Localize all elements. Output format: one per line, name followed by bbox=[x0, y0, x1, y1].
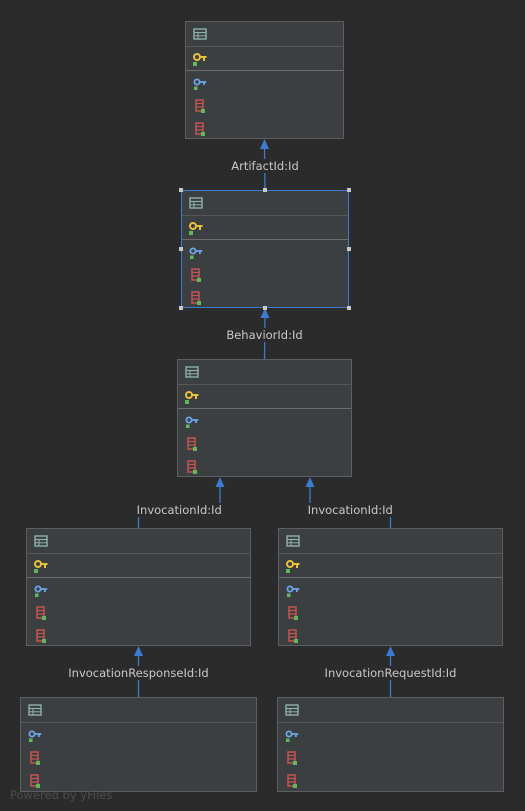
column-row[interactable] bbox=[278, 746, 503, 769]
selection-handle[interactable] bbox=[347, 188, 351, 192]
relation-arrowhead bbox=[215, 477, 225, 487]
watermark: Powered by yFiles bbox=[10, 788, 113, 802]
column-row[interactable] bbox=[186, 71, 343, 94]
selection-handle[interactable] bbox=[179, 247, 183, 251]
column-row[interactable] bbox=[279, 624, 502, 647]
column-icon bbox=[288, 605, 298, 620]
relation-arrowhead bbox=[134, 646, 143, 656]
column-row[interactable] bbox=[279, 554, 502, 578]
table-behaviors[interactable] bbox=[181, 190, 349, 308]
table-invocation-request-parameters[interactable] bbox=[277, 697, 504, 792]
column-row[interactable] bbox=[178, 385, 351, 409]
table-icon bbox=[185, 366, 199, 378]
primary-key-icon bbox=[34, 559, 48, 573]
column-icon bbox=[195, 98, 205, 113]
column-row[interactable] bbox=[279, 578, 502, 601]
column-row[interactable] bbox=[21, 769, 256, 792]
column-row[interactable] bbox=[21, 746, 256, 769]
relation-arrowhead bbox=[305, 477, 315, 487]
relation-arrowhead bbox=[260, 139, 269, 149]
table-header[interactable] bbox=[27, 529, 250, 554]
column-row[interactable] bbox=[27, 578, 250, 601]
column-icon bbox=[287, 773, 297, 788]
table-invocations[interactable] bbox=[177, 359, 352, 477]
column-row[interactable] bbox=[182, 240, 348, 263]
table-icon bbox=[193, 28, 207, 40]
relation-label: InvocationRequestId:Id bbox=[324, 666, 457, 680]
table-icon bbox=[34, 535, 48, 547]
table-header[interactable] bbox=[279, 529, 502, 554]
column-icon bbox=[288, 628, 298, 643]
relation-label: InvocationId:Id bbox=[307, 503, 393, 517]
relation-arrowhead bbox=[386, 646, 395, 656]
table-header[interactable] bbox=[182, 191, 348, 216]
relation-label: BehaviorId:Id bbox=[226, 328, 303, 342]
column-row[interactable] bbox=[178, 432, 351, 455]
column-icon bbox=[36, 628, 46, 643]
column-row[interactable] bbox=[27, 554, 250, 578]
primary-key-icon bbox=[189, 221, 203, 235]
column-row[interactable] bbox=[278, 723, 503, 746]
table-icon bbox=[28, 704, 42, 716]
primary-key-icon bbox=[185, 390, 199, 404]
foreign-key-icon bbox=[185, 416, 199, 428]
table-invocation-responses-parameters[interactable] bbox=[20, 697, 257, 792]
foreign-key-icon bbox=[189, 247, 203, 259]
column-row[interactable] bbox=[278, 769, 503, 792]
column-icon bbox=[195, 121, 205, 136]
column-icon bbox=[36, 605, 46, 620]
column-row[interactable] bbox=[27, 601, 250, 624]
table-icon bbox=[189, 197, 203, 209]
column-row[interactable] bbox=[186, 117, 343, 140]
column-icon bbox=[191, 290, 201, 305]
primary-key-icon bbox=[286, 559, 300, 573]
relation-label: InvocationId:Id bbox=[136, 503, 222, 517]
table-header[interactable] bbox=[278, 698, 503, 723]
column-icon bbox=[30, 750, 40, 765]
table-header[interactable] bbox=[186, 22, 343, 47]
column-row[interactable] bbox=[182, 286, 348, 309]
column-icon bbox=[287, 750, 297, 765]
table-invocation-requests[interactable] bbox=[278, 528, 503, 646]
foreign-key-icon bbox=[28, 730, 42, 742]
column-icon bbox=[187, 459, 197, 474]
relation-arrowhead bbox=[260, 308, 270, 318]
selection-handle[interactable] bbox=[347, 306, 351, 310]
column-icon bbox=[191, 267, 201, 282]
table-header[interactable] bbox=[21, 698, 256, 723]
selection-handle[interactable] bbox=[347, 247, 351, 251]
table-invocation-responses[interactable] bbox=[26, 528, 251, 646]
column-row[interactable] bbox=[186, 94, 343, 117]
column-row[interactable] bbox=[21, 723, 256, 746]
foreign-key-icon bbox=[193, 78, 207, 90]
column-row[interactable] bbox=[186, 47, 343, 71]
foreign-key-icon bbox=[285, 730, 299, 742]
table-icon bbox=[285, 704, 299, 716]
column-icon bbox=[30, 773, 40, 788]
column-row[interactable] bbox=[178, 455, 351, 478]
selection-handle[interactable] bbox=[263, 306, 267, 310]
foreign-key-icon bbox=[286, 585, 300, 597]
relation-label: InvocationResponseId:Id bbox=[68, 666, 209, 680]
column-row[interactable] bbox=[279, 601, 502, 624]
table-icon bbox=[286, 535, 300, 547]
selection-handle[interactable] bbox=[179, 306, 183, 310]
column-row[interactable] bbox=[178, 409, 351, 432]
selection-handle[interactable] bbox=[179, 188, 183, 192]
primary-key-icon bbox=[193, 52, 207, 66]
table-artifacts[interactable] bbox=[185, 21, 344, 139]
foreign-key-icon bbox=[34, 585, 48, 597]
column-icon bbox=[187, 436, 197, 451]
table-header[interactable] bbox=[178, 360, 351, 385]
column-row[interactable] bbox=[182, 216, 348, 240]
selection-handle[interactable] bbox=[263, 188, 267, 192]
column-row[interactable] bbox=[27, 624, 250, 647]
column-row[interactable] bbox=[182, 263, 348, 286]
relation-label: ArtifactId:Id bbox=[231, 159, 299, 173]
